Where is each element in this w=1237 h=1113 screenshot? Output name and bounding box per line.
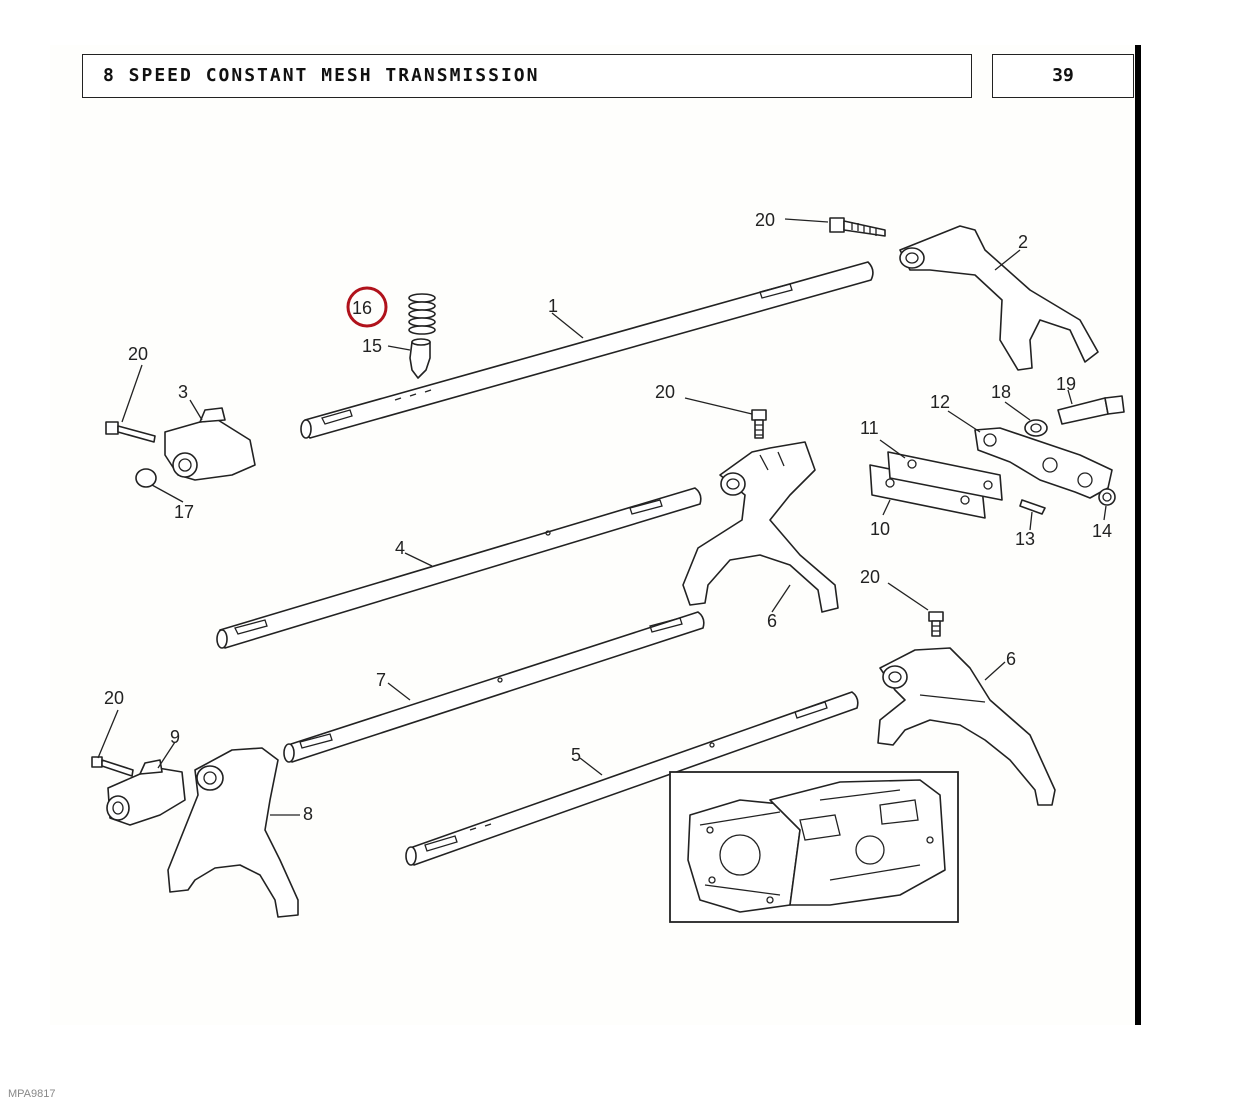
- page-number: 39: [1052, 65, 1074, 86]
- ring-14[interactable]: [1098, 488, 1116, 506]
- callout-18: 18: [991, 382, 1011, 402]
- callout-8: 8: [303, 804, 313, 824]
- callout-4: 4: [395, 538, 405, 558]
- callout-3: 3: [178, 382, 188, 402]
- callout-14: 14: [1092, 521, 1112, 541]
- screw-20-mid[interactable]: [751, 409, 767, 439]
- screw-20-top[interactable]: [829, 217, 886, 237]
- block-3[interactable]: [164, 407, 256, 481]
- ring-17[interactable]: [135, 468, 157, 488]
- fork-2[interactable]: [899, 225, 1099, 371]
- callout-20-mid: 20: [655, 382, 675, 402]
- leader-lines: [97, 218, 1107, 816]
- callout-6-upper: 6: [767, 611, 777, 631]
- lever-12[interactable]: [974, 427, 1113, 499]
- pin-13[interactable]: [1019, 499, 1046, 515]
- callout-12: 12: [930, 392, 950, 412]
- callout-20-left: 20: [128, 344, 148, 364]
- callout-16: 16: [352, 298, 372, 318]
- callout-20-top: 20: [755, 210, 775, 230]
- shaft-1[interactable]: [300, 261, 874, 439]
- spring-16[interactable]: [408, 293, 436, 335]
- diagram-title: 8 SPEED CONSTANT MESH TRANSMISSION: [103, 65, 540, 86]
- callout-20-bottom: 20: [104, 688, 124, 708]
- reference-code: MPA9817: [8, 1088, 56, 1100]
- callout-20-right: 20: [860, 567, 880, 587]
- washer-18[interactable]: [1024, 419, 1048, 437]
- title-box: 8 SPEED CONSTANT MESH TRANSMISSION: [82, 54, 972, 98]
- callout-labels: 20 2 1 16 15 20 3 17 20 11 12 18 19 10 1…: [104, 210, 1112, 824]
- fork-8[interactable]: [167, 747, 299, 918]
- page-number-box: 39: [992, 54, 1134, 98]
- callout-7: 7: [376, 670, 386, 690]
- shaft-5[interactable]: [405, 691, 859, 866]
- block-9[interactable]: [106, 759, 186, 826]
- callout-10: 10: [870, 519, 890, 539]
- fork-6-upper[interactable]: [682, 441, 839, 613]
- callout-19: 19: [1056, 374, 1076, 394]
- bolt-19[interactable]: [1057, 395, 1125, 425]
- shaft-7[interactable]: [283, 611, 705, 763]
- callout-15: 15: [362, 336, 382, 356]
- callout-11: 11: [860, 418, 879, 438]
- callout-5: 5: [571, 745, 581, 765]
- plate-11[interactable]: [887, 451, 1003, 501]
- fork-6-lower[interactable]: [877, 647, 1056, 806]
- screw-20-right[interactable]: [928, 611, 944, 637]
- callout-9: 9: [170, 727, 180, 747]
- transmission-housing-inset: [669, 771, 959, 923]
- callout-2: 2: [1018, 232, 1028, 252]
- callout-1: 1: [548, 296, 558, 316]
- callout-13: 13: [1015, 529, 1035, 549]
- callout-6-lower: 6: [1006, 649, 1016, 669]
- callout-17: 17: [174, 502, 194, 522]
- highlight-circle: [346, 286, 388, 328]
- shaft-4[interactable]: [216, 487, 702, 649]
- page-edge-rule: [1135, 45, 1141, 1025]
- screw-20-bottom[interactable]: [91, 756, 134, 777]
- screw-20-left[interactable]: [105, 421, 156, 443]
- plunger-15[interactable]: [409, 338, 431, 379]
